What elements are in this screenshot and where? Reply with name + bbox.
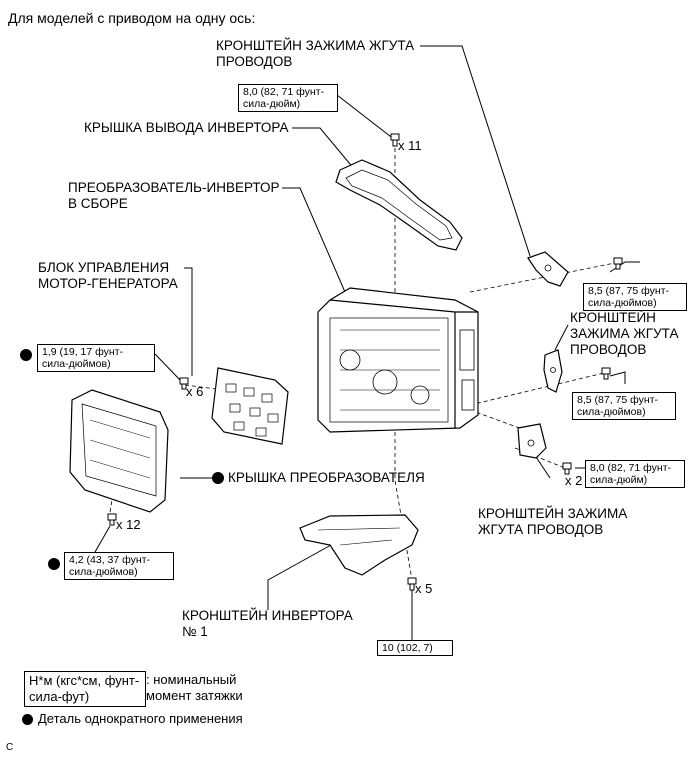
leader-torque-left-upper	[154, 353, 181, 381]
torque-box-left-lower: 4,2 (43, 37 фунт-сила-дюймов)	[64, 552, 174, 580]
footer-code: C	[6, 742, 14, 753]
bolt-left-upper	[179, 377, 189, 390]
torque-box-left-upper: 1,9 (19, 17 фунт-сила-дюймов)	[37, 344, 155, 372]
torque-box-right-mid: 8,5 (87, 75 фунт-сила-дюймов)	[572, 392, 676, 420]
converter-cover-part	[69, 389, 169, 513]
torque-box-top: 8,0 (82, 71 фунт-сила-дюйм)	[238, 84, 338, 112]
leader-mg-control-unit	[184, 267, 193, 376]
single-use-marker	[212, 472, 224, 484]
inverter-terminal-cover-part	[335, 159, 463, 251]
single-use-marker	[48, 558, 60, 570]
inverter-assembly-part	[317, 287, 479, 433]
label-harness-bracket-low: КРОНШТЕЙН ЗАЖИМА ЖГУТА ПРОВОДОВ	[478, 506, 628, 537]
qty-12: x 12	[116, 517, 141, 532]
label-inverter-bracket: КРОНШТЕЙН ИНВЕРТОРА № 1	[182, 608, 353, 639]
leader-torque-right-upper	[609, 261, 640, 273]
bolt-right-mid	[601, 367, 611, 380]
leader-torque-right-mid	[609, 371, 626, 384]
bolt-bottom	[407, 577, 417, 591]
leader-harness-bracket-top	[420, 45, 531, 257]
torque-box-bottom: 10 (102, 7)	[377, 640, 453, 656]
harness-bracket-mid-part	[543, 349, 563, 393]
harness-bracket-top-part	[527, 251, 569, 287]
leader-inverter-assembly	[282, 187, 346, 293]
mg-control-unit-part	[211, 367, 289, 445]
leader-terminal-cover	[292, 127, 356, 171]
bolt-right-lower	[562, 462, 572, 475]
torque-box-right-upper: 8,5 (87, 75 фунт-сила-дюймов)	[583, 283, 687, 311]
leader-harness-bracket-mid	[554, 324, 569, 351]
qty-2: x 2	[565, 473, 583, 488]
bolt-top	[390, 133, 400, 147]
harness-bracket-low-part	[517, 423, 547, 459]
leader-torque-top	[336, 94, 396, 141]
label-mg-control-unit: БЛОК УПРАВЛЕНИЯ МОТОР-ГЕНЕРАТОРА	[38, 260, 178, 291]
legend-unit-box: Н*м (кгс*см, фунт-сила-фут)	[24, 671, 146, 707]
legend-single-use: Деталь однократного применения	[38, 711, 243, 726]
qty-6: x 6	[186, 384, 204, 399]
label-harness-bracket-top: КРОНШТЕЙН ЗАЖИМА ЖГУТА ПРОВОДОВ	[216, 38, 415, 69]
inverter-bracket-part	[299, 514, 419, 576]
bolts	[107, 133, 623, 591]
single-use-marker	[22, 714, 33, 725]
torque-box-right-lower: 8,0 (82, 71 фунт-сила-дюйм)	[585, 460, 685, 488]
page-header: Для моделей с приводом на одну ось:	[8, 10, 256, 26]
qty-5: x 5	[415, 581, 433, 596]
bolt-left-lower	[107, 513, 117, 526]
bolt-right-upper	[613, 257, 623, 270]
label-converter-cover: КРЫШКА ПРЕОБРАЗОВАТЕЛЯ	[228, 470, 425, 485]
label-inverter-assembly: ПРЕОБРАЗОВАТЕЛЬ-ИНВЕРТОР В СБОРЕ	[68, 180, 280, 211]
label-harness-bracket-mid: КРОНШТЕЙН ЗАЖИМА ЖГУТА ПРОВОДОВ	[570, 310, 679, 357]
label-inverter-terminal-cover: КРЫШКА ВЫВОДА ИНВЕРТОРА	[84, 120, 289, 135]
leader-torque-left-lower	[94, 525, 111, 553]
leader-inverter-bracket	[267, 539, 341, 610]
qty-11: x 11	[398, 138, 422, 153]
single-use-marker	[20, 349, 32, 361]
